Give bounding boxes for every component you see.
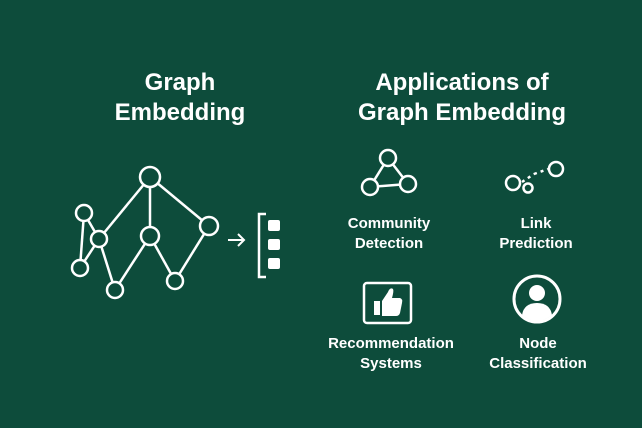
- graph-edge: [173, 225, 211, 282]
- app-community-detection: Community Detection: [304, 214, 474, 254]
- app-label-line2: Detection: [354, 235, 424, 252]
- graph-edge: [98, 176, 151, 240]
- vector-cell: [268, 239, 280, 250]
- graph-edge: [149, 176, 210, 227]
- app-label-line1: Community: [347, 215, 431, 232]
- graph-embedding-title-line1: Graph: [144, 69, 216, 96]
- vector-cell: [268, 220, 280, 231]
- app-recommendation-systems: Recommendation Systems: [306, 334, 476, 374]
- graph-nodes: [70, 165, 220, 300]
- applications-title-line1: Applications of: [375, 69, 549, 96]
- graph-node: [89, 229, 109, 249]
- graph-node: [165, 271, 185, 291]
- applications-title: Applications of Graph Embedding: [322, 68, 602, 128]
- graph-node: [198, 215, 220, 237]
- app-label-line2: Prediction: [499, 235, 573, 252]
- thumbs-up-icon: [362, 281, 413, 325]
- embedding-vector-icon: [257, 212, 280, 279]
- graph-edge: [113, 235, 152, 291]
- graph-node: [138, 165, 162, 189]
- app-label-line2: Systems: [360, 355, 422, 372]
- graph-node: [74, 203, 94, 223]
- user-circle-icon: [512, 274, 562, 324]
- app-label-line2: Classification: [489, 355, 587, 372]
- triangle-network-icon: [360, 148, 418, 197]
- graph-node: [105, 280, 125, 300]
- app-label-line1: Node: [519, 335, 557, 352]
- vector-cell: [268, 258, 280, 269]
- arrow-right-icon: [228, 233, 246, 247]
- graph-node: [139, 225, 161, 247]
- app-node-classification: Node Classification: [453, 334, 623, 374]
- app-label-line1: Recommendation: [328, 335, 454, 352]
- applications-title-line2: Graph Embedding: [357, 99, 566, 126]
- graph-embedding-title: Graph Embedding: [60, 68, 300, 128]
- link-prediction-icon: [504, 160, 565, 194]
- app-label-line1: Link: [520, 215, 552, 232]
- graph-diagram: [70, 165, 280, 300]
- graph-node: [70, 258, 90, 278]
- app-link-prediction: Link Prediction: [451, 214, 621, 254]
- graph-embedding-title-line2: Embedding: [114, 99, 246, 126]
